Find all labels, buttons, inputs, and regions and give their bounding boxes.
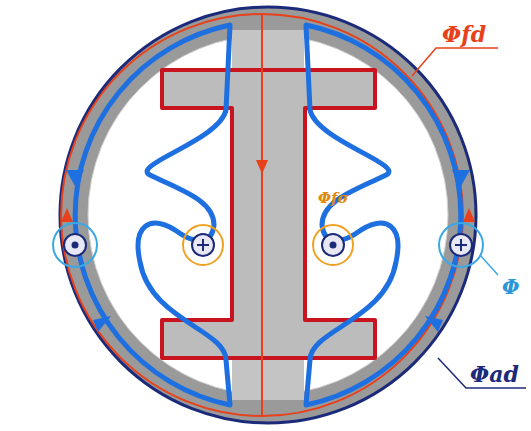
- armature-flux-arrows: [66, 170, 470, 332]
- flux-label: Φad: [468, 362, 521, 386]
- flux-label: Φfd: [440, 22, 488, 46]
- stator-ring: [74, 21, 462, 409]
- flux-label: Φfσ: [316, 190, 351, 207]
- stator-outline: [60, 7, 476, 423]
- leader-line: [480, 255, 498, 275]
- armature-leakage-flux: [53, 223, 483, 267]
- air-gap-edge: [88, 35, 448, 395]
- leader-line: [412, 48, 498, 76]
- flux-label: Φ: [500, 276, 521, 298]
- rotor-pole: [162, 70, 375, 358]
- field-flux-arrows: [61, 160, 475, 222]
- conductor-crosses: [197, 239, 467, 251]
- conductors: [64, 234, 472, 256]
- field-flux: [61, 14, 463, 416]
- field-leakage-flux: [183, 225, 353, 265]
- armature-flux: [75, 25, 461, 405]
- leader-line: [438, 358, 526, 388]
